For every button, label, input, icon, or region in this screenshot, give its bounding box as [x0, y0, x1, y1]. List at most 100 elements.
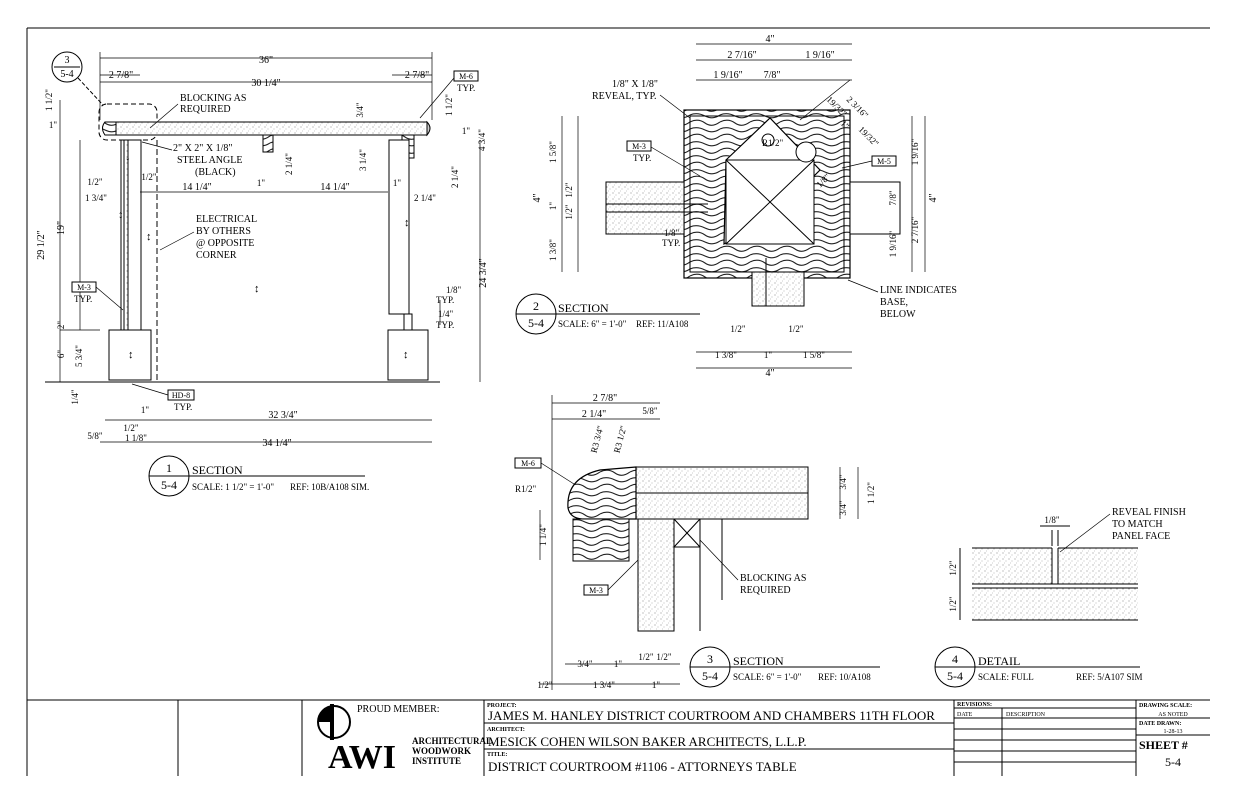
awi-line: ARCHITECTURAL [412, 736, 492, 746]
dim: 1 3/8" [715, 350, 737, 360]
dim: 1 3/8" [548, 239, 558, 261]
dim: 29 1/2" [36, 230, 47, 259]
dim: 2 7/8" [109, 70, 133, 81]
top-edge-profile [102, 121, 117, 136]
dim: 3/4" [577, 659, 593, 669]
detail-sheet: 5-4 [947, 669, 963, 683]
tag-typ: TYP. [457, 83, 475, 93]
dim: 32 3/4" [268, 410, 297, 421]
detail-title: SECTION [558, 301, 609, 315]
dim: 14 1/4" [182, 182, 211, 193]
dim: 5/8" [642, 406, 658, 416]
dim: 1/4" [438, 309, 454, 319]
dim: 3/4" [838, 474, 848, 490]
svg-text:↕: ↕ [146, 231, 152, 243]
svg-text:↓: ↓ [125, 151, 131, 163]
dim-typ: TYP. [436, 295, 454, 305]
dim-typ: TYP. [436, 320, 454, 330]
dim: 7/8" [764, 70, 781, 81]
detail-scale: SCALE: 6" = 1'-0" [558, 319, 627, 329]
note-blocking: BLOCKING AS [740, 573, 806, 584]
dim: 6" [56, 350, 66, 359]
note-angle: STEEL ANGLE [177, 155, 242, 166]
detail-2-section: 4" 2 7/16" 1 9/16" 1 9/16" 7/8" 19/32" 2… [515, 34, 957, 379]
dim: 1" [652, 680, 661, 690]
dim: 3 1/4" [358, 149, 368, 171]
dim: 1/2" [948, 596, 958, 612]
detail-sheet: 5-4 [702, 669, 718, 683]
dim: 1 3/4" [593, 680, 615, 690]
tag-typ: TYP. [174, 402, 192, 412]
note-electrical: BY OTHERS [196, 226, 251, 237]
drawing-title: DISTRICT COURTROOM #1106 - ATTORNEYS TAB… [488, 759, 797, 774]
detail-scale: SCALE: FULL [978, 672, 1034, 682]
dim: 19" [56, 221, 67, 235]
right-leg [388, 139, 410, 315]
detail-3-section: 2 7/8" 2 1/4" 5/8" R3 3/4" R3 1/2" 3/4" … [514, 393, 880, 690]
material-tag: M-3 [632, 142, 646, 151]
architect-name: MESICK COHEN WILSON BAKER ARCHITECTS, L.… [488, 734, 807, 749]
tag-typ: TYP. [74, 294, 92, 304]
dim: 1/2" [537, 680, 553, 690]
date-drawn-label: DATE DRAWN: [1139, 721, 1181, 727]
dim: 5 3/4" [74, 345, 84, 367]
dim: 1 1/8" [125, 433, 147, 443]
dim: 34 1/4" [262, 438, 291, 449]
note-blocking: REQUIRED [180, 104, 231, 115]
svg-text:↕: ↕ [118, 209, 124, 221]
callout-sheet: 5-4 [60, 69, 73, 80]
dim: 24 3/4" [478, 258, 489, 287]
detail-ref: REF: 10B/A108 SIM. [290, 482, 369, 492]
detail-1-section: 3 5-4 ↓ ↕ ↕ ↕ ↕ ↕ ↕ [36, 51, 489, 497]
tag-typ: TYP. [633, 153, 651, 163]
title-block [177, 700, 1210, 776]
radius-label: R3 3/4" [589, 424, 606, 454]
note-reveal: TO MATCH [1112, 519, 1163, 530]
awi-line: INSTITUTE [412, 756, 461, 766]
dim: 1 3/4" [85, 193, 107, 203]
dim: 1/2" [123, 423, 139, 433]
dim-overall: 36" [259, 55, 273, 66]
detail-ref: REF: 11/A108 [636, 319, 689, 329]
detail-number: 1 [166, 461, 172, 475]
radius-label: R1/2" [515, 484, 537, 494]
title-label: TITLE: [487, 752, 507, 758]
material-tag: HD-8 [172, 391, 190, 400]
dim: 1/8" [446, 285, 462, 295]
dim: 1/8" [1044, 515, 1060, 525]
svg-text:↕: ↕ [254, 283, 260, 295]
dim: 1/2" [948, 560, 958, 576]
material-tag: M-3 [589, 586, 603, 595]
note-reveal: REVEAL FINISH [1112, 507, 1186, 518]
dim: 2 1/4" [414, 193, 436, 203]
dim: 1 9/16" [805, 50, 834, 61]
drawing-scale-value: AS NOTED [1158, 712, 1188, 718]
detail-4-detail: 1/8" 1/2" 1/2" REVEAL FINISH TO MATCH PA… [934, 507, 1186, 688]
project-name: JAMES M. HANLEY DISTRICT COURTROOM AND C… [488, 708, 935, 723]
detail-number: 4 [952, 652, 958, 666]
note-reveal: PANEL FACE [1112, 531, 1170, 542]
note-reveal: 1/8" X 1/8" [612, 79, 658, 90]
dim: 2 7/16" [727, 50, 756, 61]
dim-top-inner: 30 1/4" [251, 78, 280, 89]
note-electrical: ELECTRICAL [196, 214, 257, 225]
drawing-scale-label: DRAWING SCALE: [1139, 703, 1192, 709]
dim: 14 1/4" [320, 182, 349, 193]
dim: 2 7/16" [910, 216, 920, 243]
note-reveal: REVEAL, TYP. [592, 91, 657, 102]
left-base [108, 329, 152, 381]
revisions-date-col: DATE [957, 712, 973, 718]
note-typ: TYP. [662, 238, 680, 248]
table-top [104, 121, 428, 136]
awi-logo: AWI ARCHITECTURAL WOODWORK INSTITUTE [317, 704, 492, 776]
dim: 5/8" [87, 431, 103, 441]
svg-text:↕: ↕ [403, 349, 409, 361]
dim: 2" [56, 321, 66, 330]
awi-line: WOODWORK [412, 746, 471, 756]
dim: 1 1/4" [538, 524, 548, 546]
dim: 4 3/4" [477, 129, 487, 151]
note-blocking: REQUIRED [740, 585, 791, 596]
material-tag: M-5 [877, 157, 891, 166]
architect-label: ARCHITECT: [487, 727, 525, 733]
dim: 19/32" [857, 124, 881, 148]
